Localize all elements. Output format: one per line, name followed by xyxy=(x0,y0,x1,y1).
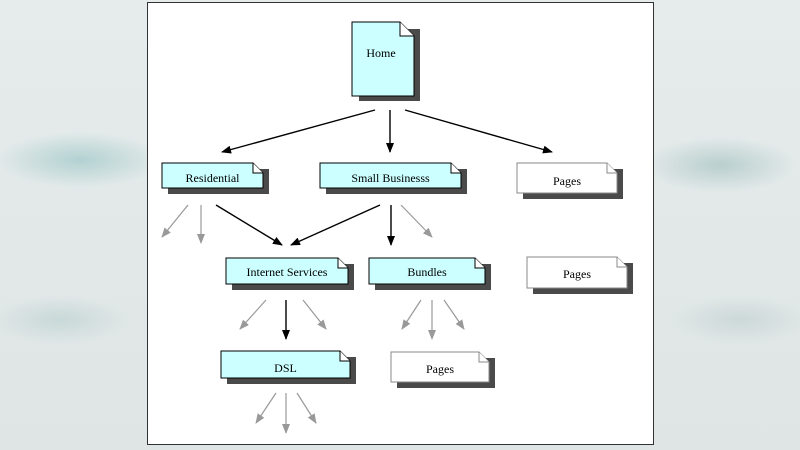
small-business-box[interactable] xyxy=(319,162,467,194)
connector-arrow xyxy=(401,299,422,330)
connector-arrow xyxy=(215,204,283,246)
page-boxes xyxy=(161,162,633,388)
connector-arrow xyxy=(161,204,189,238)
connector-arrow xyxy=(404,109,553,154)
connector-arrow xyxy=(255,392,277,424)
connector-arrows xyxy=(161,109,553,434)
pages-top-box[interactable] xyxy=(516,162,623,199)
home-page-icon[interactable] xyxy=(351,21,420,101)
connector-arrow xyxy=(221,109,376,154)
internet-services-box[interactable] xyxy=(225,257,354,290)
bundles-box[interactable] xyxy=(368,257,491,290)
connector-arrow xyxy=(290,204,381,246)
connector-arrow xyxy=(400,204,433,238)
residential-box[interactable] xyxy=(161,162,269,194)
pages-bottom-box[interactable] xyxy=(390,351,495,388)
connector-arrow xyxy=(296,392,317,424)
connector-arrow xyxy=(239,299,267,330)
connector-arrow xyxy=(302,299,327,330)
dsl-box[interactable] xyxy=(220,350,356,384)
pages-mid-box[interactable] xyxy=(526,256,633,294)
connector-arrow xyxy=(443,299,465,330)
